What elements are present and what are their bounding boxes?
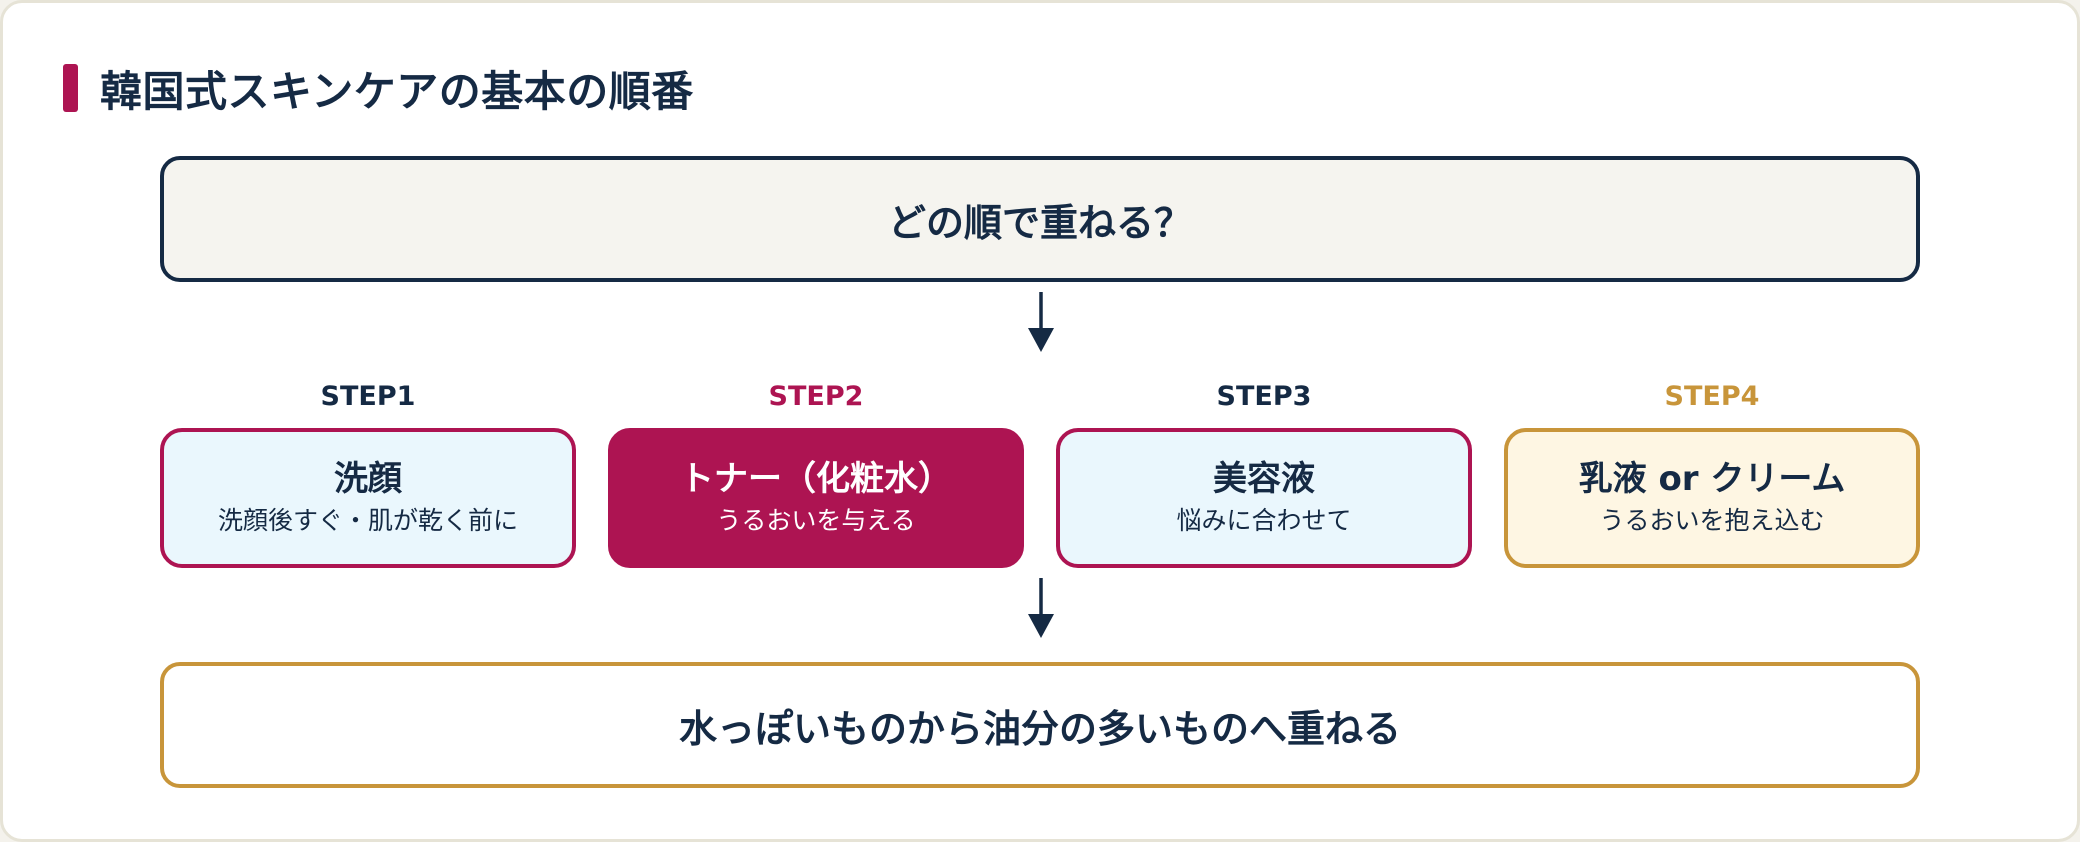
question-text: どの順で重ねる？ bbox=[887, 200, 1192, 245]
step1-name: 洗顔 bbox=[334, 459, 402, 499]
step3-sub: 悩みに合わせて bbox=[1176, 506, 1352, 535]
conclusion-box: 水っぽいものから油分の多いものへ重ねる bbox=[160, 662, 1920, 788]
step2-sub: うるおいを与える bbox=[716, 506, 916, 535]
step4-label: STEP4 bbox=[1664, 381, 1760, 412]
title-accent-bar bbox=[63, 64, 78, 112]
title-area: 韓国式スキンケアの基本の順番 bbox=[63, 63, 694, 116]
step3-label: STEP3 bbox=[1216, 381, 1312, 412]
step3-name: 美容液 bbox=[1213, 459, 1315, 499]
step4-box: 乳液 or クリーム うるおいを抱え込む bbox=[1504, 428, 1920, 568]
step3-box: 美容液 悩みに合わせて bbox=[1056, 428, 1472, 568]
question-box: どの順で重ねる？ bbox=[160, 156, 1920, 282]
conclusion-text: 水っぽいものから油分の多いものへ重ねる bbox=[678, 706, 1401, 751]
arrow-down-icon bbox=[1028, 292, 1054, 352]
step1-sub: 洗顔後すぐ・肌が乾く前に bbox=[217, 506, 518, 535]
page-title: 韓国式スキンケアの基本の順番 bbox=[100, 66, 694, 116]
step2-box: トナー（化粧水） うるおいを与える bbox=[608, 428, 1024, 568]
step4-sub: うるおいを抱え込む bbox=[1599, 506, 1825, 535]
step2-label: STEP2 bbox=[768, 381, 864, 412]
arrow-down-icon bbox=[1028, 578, 1054, 638]
step2-name: トナー（化粧水） bbox=[680, 459, 952, 499]
step4-name: 乳液 or クリーム bbox=[1578, 459, 1846, 499]
step1-box: 洗顔 洗顔後すぐ・肌が乾く前に bbox=[160, 428, 576, 568]
step1-label: STEP1 bbox=[320, 381, 416, 412]
